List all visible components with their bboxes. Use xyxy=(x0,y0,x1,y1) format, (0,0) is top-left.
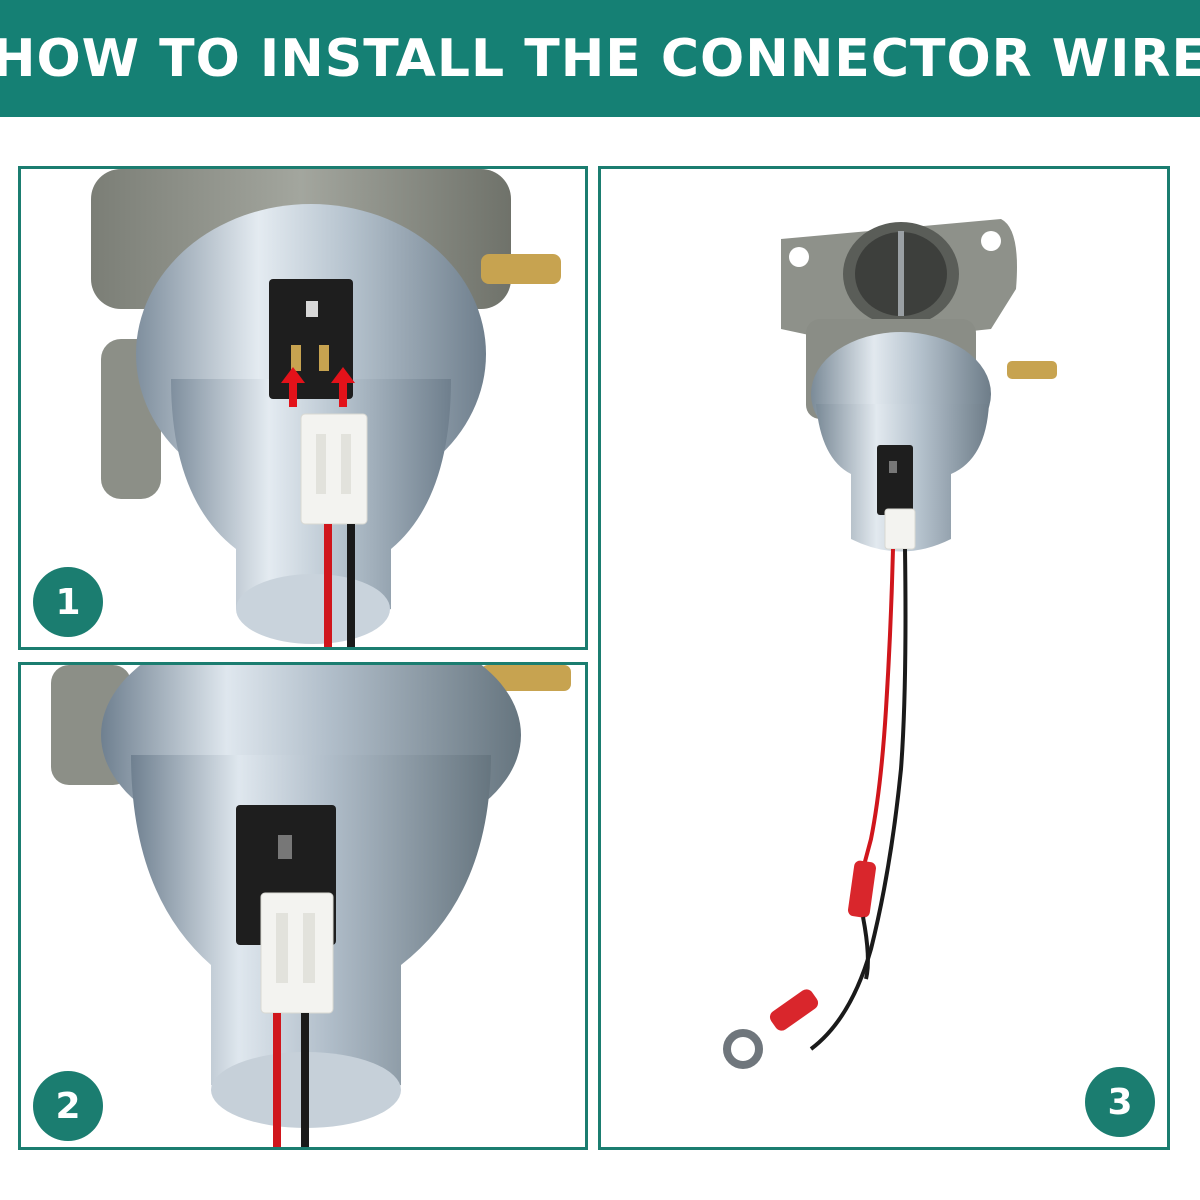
wire-connector-plug xyxy=(300,413,368,525)
step-1-photo xyxy=(91,169,561,647)
step-3-panel: 3 xyxy=(598,166,1170,1150)
solenoid-socket xyxy=(269,279,353,399)
step-1-panel: 1 xyxy=(18,166,588,650)
brass-fitting xyxy=(481,254,561,284)
step-2-panel: 2 xyxy=(18,662,588,1150)
step-3-photo xyxy=(723,219,1057,1069)
step-1-badge: 1 xyxy=(33,567,103,637)
step-2-badge: 2 xyxy=(33,1071,103,1141)
title-banner: HOW TO INSTALL THE CONNECTOR WIRE xyxy=(0,0,1200,117)
red-wire xyxy=(273,1013,281,1147)
bullet-connector xyxy=(847,860,877,918)
black-wire xyxy=(301,1013,309,1147)
ring-terminal-sleeve xyxy=(769,989,819,1031)
red-wire xyxy=(324,524,332,647)
brass-fitting xyxy=(481,665,571,691)
brass-fitting xyxy=(1007,361,1057,379)
step-3-badge: 3 xyxy=(1085,1067,1155,1137)
ring-terminal xyxy=(723,1029,763,1069)
step-2-photo xyxy=(51,665,571,1147)
wire-connector-plug xyxy=(260,892,334,1014)
page-title: HOW TO INSTALL THE CONNECTOR WIRE xyxy=(0,28,1200,89)
solenoid-socket xyxy=(877,445,913,515)
wire-connector-plug xyxy=(884,508,916,550)
red-wire xyxy=(861,548,895,870)
insert-arrows xyxy=(281,367,355,407)
black-wire xyxy=(347,524,355,647)
black-wire xyxy=(809,548,908,1051)
